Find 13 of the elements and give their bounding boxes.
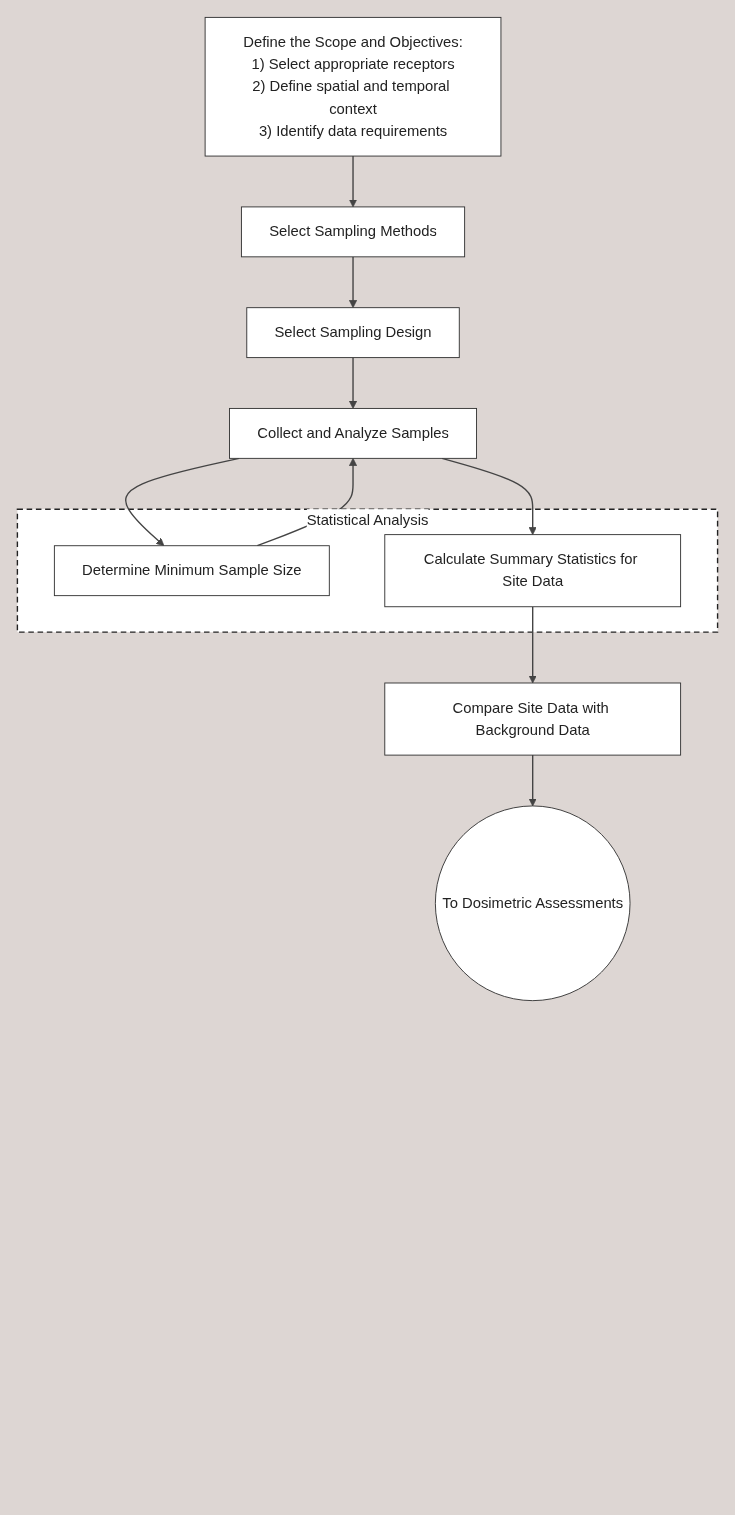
node-circle: To Dosimetric Assessments: [434, 805, 631, 1002]
node-box: Determine Minimum Sample Size: [53, 545, 330, 597]
node-box: Define the Scope and Objectives: 1) Select appropriate receptors 2) Define spatial and temporal context 3) Identify data requirements: [204, 16, 502, 157]
arrow: [348, 356, 358, 409]
arrow: [348, 256, 358, 309]
node-box: Select Sampling Methods: [240, 206, 466, 258]
node-box: Collect and Analyze Samples: [229, 408, 477, 459]
arrow: [528, 606, 537, 684]
node-box: Calculate Summary Statistics for Site Data: [384, 534, 682, 608]
node-box: Select Sampling Design: [246, 307, 460, 359]
arrow: [348, 155, 358, 208]
arrow: [528, 754, 537, 807]
node-box: Compare Site Data with Background Data: [384, 682, 682, 756]
